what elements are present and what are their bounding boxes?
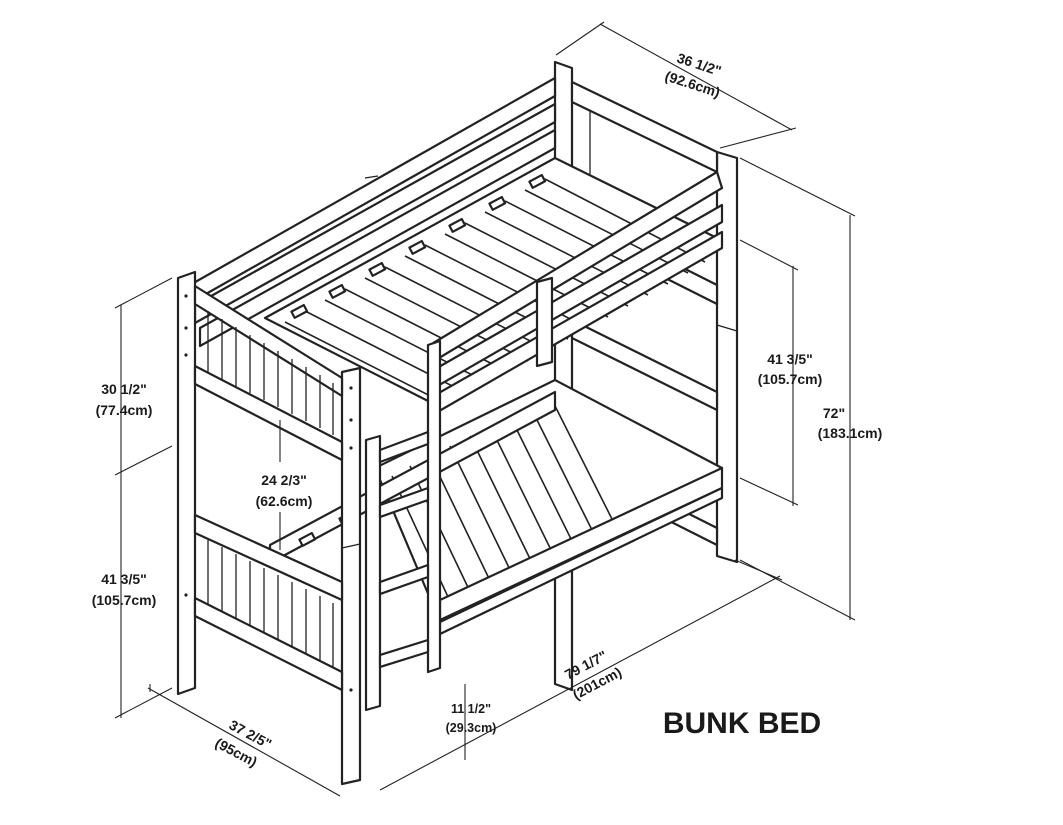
diagram-title: BUNK BED [663, 707, 821, 740]
bottom-bunk-deck [373, 378, 724, 636]
dim-right-inner-height: 41 3/5" (105.7cm) [758, 351, 823, 387]
dim-ladder-imperial: 11 1/2" [451, 702, 491, 716]
dim-between-metric: (62.6cm) [256, 493, 313, 509]
bottom-headboard [193, 513, 344, 692]
dim-lower-imperial: 41 3/5" [101, 571, 147, 587]
dim-ladder-metric: (29.3cm) [446, 721, 497, 735]
top-back-guard-rails [188, 76, 557, 348]
dim-ladder-step: 11 1/2" (29.3cm) [446, 702, 497, 735]
back-left-post [553, 60, 574, 692]
dim-top-width: 36 1/2" (92.6cm) [663, 50, 723, 101]
top-front-guard-rails [428, 170, 724, 416]
dim-lower-metric: (105.7cm) [92, 592, 157, 608]
dim-total-height: 72" (183.1cm) [818, 405, 883, 441]
dim-right-inner-metric: (105.7cm) [758, 371, 823, 387]
dim-upper-section: 30 1/2" (77.4cm) [96, 381, 153, 418]
dim-upper-imperial: 30 1/2" [101, 381, 147, 397]
front-right-post [340, 366, 362, 786]
dim-front-width: 37 2/5" (95cm) [213, 717, 275, 770]
dim-upper-metric: (77.4cm) [96, 402, 153, 418]
dim-total-height-metric: (183.1cm) [818, 425, 883, 441]
back-right-post [715, 150, 739, 564]
front-left-post [176, 270, 197, 696]
dim-right-inner-imperial: 41 3/5" [767, 351, 813, 367]
dimension-lines [114, 21, 856, 797]
ladder [364, 339, 442, 712]
dim-lower-section: 41 3/5" (105.7cm) [92, 571, 157, 608]
dim-between-imperial: 24 2/3" [261, 472, 307, 488]
dim-between-beds: 24 2/3" (62.6cm) [256, 472, 313, 509]
top-headboard [193, 284, 344, 462]
dim-total-height-imperial: 72" [823, 405, 845, 421]
